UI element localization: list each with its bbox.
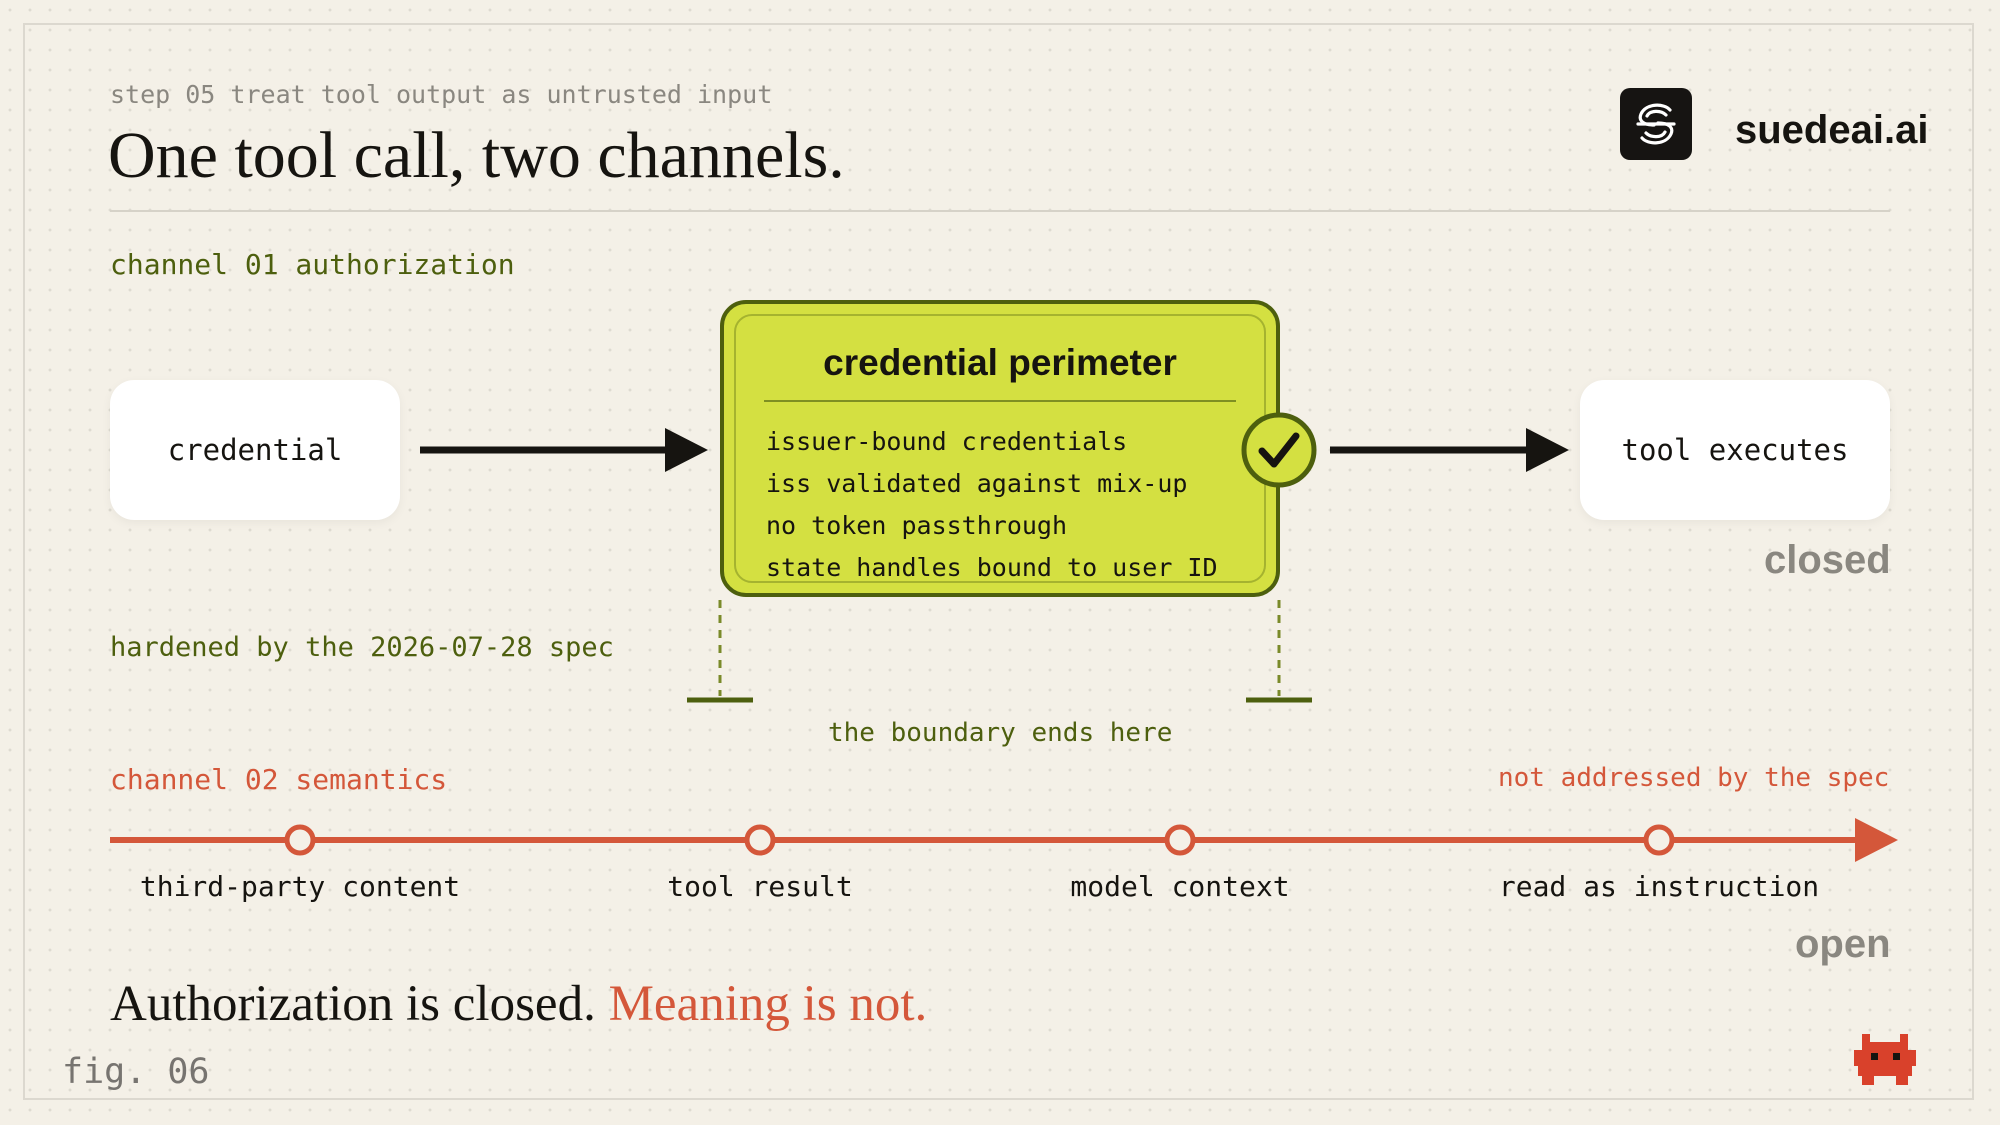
closing-statement-b: Meaning is not. <box>608 976 928 1032</box>
boundary-markers <box>687 600 1312 703</box>
perimeter-item: iss validated against mix-up <box>766 469 1188 498</box>
arrow-credential-to-perimeter <box>420 428 708 472</box>
timeline-node <box>284 824 316 856</box>
semantics-timeline <box>110 818 1898 862</box>
channel-01-label: channel 01 authorization <box>110 248 515 281</box>
step-label: step 05 treat tool output as untrusted i… <box>110 80 773 109</box>
perimeter-title: credential perimeter <box>823 342 1177 383</box>
arrow-perimeter-to-tool <box>1330 428 1569 472</box>
channel-02-label: channel 02 semantics <box>110 763 448 796</box>
page-title: One tool call, two channels. <box>108 119 845 192</box>
perimeter-item: issuer-bound credentials <box>766 427 1128 456</box>
credential-label: credential <box>167 433 343 467</box>
channel-01-note: hardened by the 2026-07-28 spec <box>110 632 614 663</box>
boundary-label: the boundary ends here <box>828 718 1173 748</box>
header-divider <box>110 210 1890 212</box>
checkmark-icon <box>1241 412 1317 488</box>
node-label-third-party-content: third-party content <box>139 870 461 903</box>
logo-text: suedeai.ai <box>1735 108 1929 152</box>
closing-statement-a: Authorization is closed. <box>110 976 596 1032</box>
closing-statement: Authorization is closed. Meaning is not. <box>110 975 927 1033</box>
red-pixel-creature-icon <box>1854 1034 1916 1085</box>
channel-02-status: open <box>1795 922 1891 966</box>
timeline-node <box>744 824 776 856</box>
figure-number: fig. 06 <box>62 1052 210 1092</box>
slide-frame <box>23 23 1974 1100</box>
node-label-model-context: model context <box>1070 870 1290 903</box>
node-label-read-as-instruction: read as instruction <box>1498 870 1820 903</box>
perimeter-divider <box>764 400 1236 402</box>
timeline-node <box>1164 824 1196 856</box>
logo <box>1620 88 1692 160</box>
node-label-tool-result: tool result <box>667 870 853 903</box>
channel-02-note: not addressed by the spec <box>1498 763 1890 793</box>
channel-01-status: closed <box>1764 538 1891 582</box>
perimeter-list: issuer-bound credentials iss validated a… <box>766 421 1218 589</box>
perimeter-item: no token passthrough <box>766 511 1068 540</box>
credential-card: credential <box>110 380 400 520</box>
spiral-s-icon <box>1636 103 1676 145</box>
perimeter-item: state handles bound to user ID <box>766 553 1218 582</box>
tool-executes-card: tool executes <box>1580 380 1890 520</box>
tool-executes-label: tool executes <box>1621 433 1849 467</box>
credential-perimeter-box: credential perimeter issuer-bound creden… <box>720 300 1280 597</box>
timeline-node <box>1643 824 1675 856</box>
mascot-eyes <box>1871 1053 1900 1060</box>
